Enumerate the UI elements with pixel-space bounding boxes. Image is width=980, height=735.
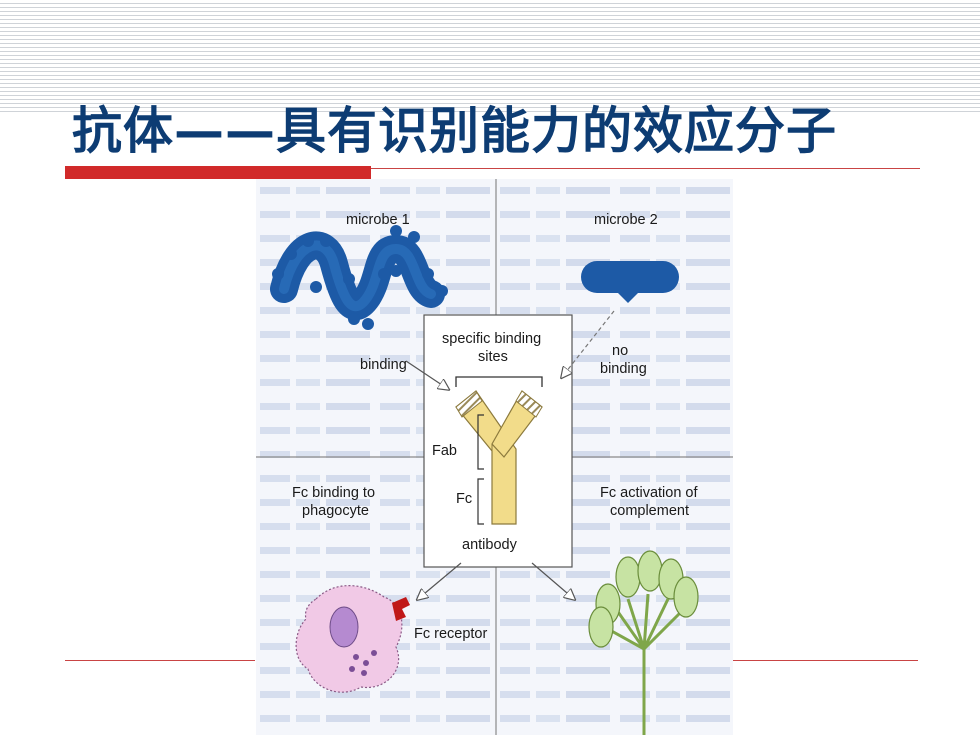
complement-icon (588, 550, 699, 735)
label-binding: binding (360, 357, 407, 373)
complement-arrow (531, 562, 574, 599)
slide-title: 抗体——具有识别能力的效应分子 (72, 102, 837, 160)
label-antibody: antibody (462, 537, 518, 553)
label-fc-receptor: Fc receptor (414, 626, 487, 642)
binding-sites-bracket (455, 376, 543, 387)
label-fc-binding: Fc binding to (292, 485, 375, 501)
label-microbe-1: microbe 1 (346, 212, 410, 228)
phagocyte-arrow (418, 562, 462, 599)
label-microbe-2: microbe 2 (594, 212, 658, 228)
binding-arrow (405, 360, 448, 389)
antibody-icon (455, 390, 543, 525)
microbe-2-icon (581, 261, 679, 303)
title-accent-bar (65, 166, 371, 179)
footer-line-left (65, 660, 255, 661)
label-no: no (612, 343, 628, 359)
phagocyte-icon (295, 585, 410, 693)
label-phagocyte: phagocyte (302, 503, 369, 519)
no-binding-arrow (562, 310, 615, 377)
label-fc: Fc (456, 491, 472, 507)
title-underline (65, 168, 920, 169)
footer-line-right (733, 660, 918, 661)
label-fab: Fab (432, 443, 457, 459)
fab-bracket (477, 414, 484, 470)
header-stripes (0, 0, 980, 115)
label-sites: sites (478, 349, 508, 365)
label-complement: complement (610, 503, 689, 519)
label-specific-binding: specific binding (442, 331, 541, 347)
antibody-diagram: microbe 1 microbe 2 binding no binding s… (256, 179, 733, 735)
antibody-figure: microbe 1 microbe 2 binding no binding s… (256, 179, 733, 735)
fc-bracket (477, 478, 484, 525)
label-fc-activation: Fc activation of (600, 485, 698, 501)
microbe-1-icon (270, 225, 448, 330)
label-no-binding: binding (600, 361, 647, 377)
